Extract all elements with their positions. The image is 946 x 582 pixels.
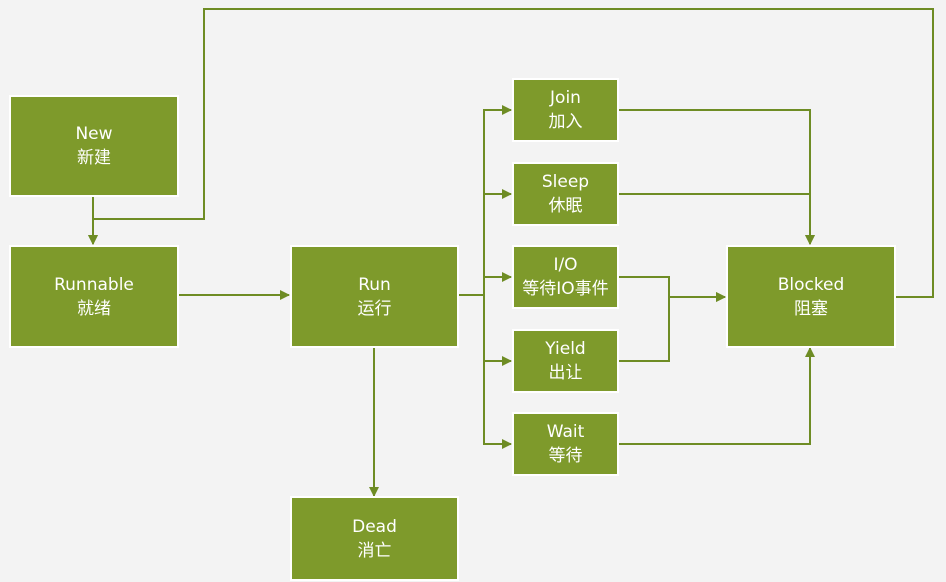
edge-join-to-blocked bbox=[618, 109, 815, 245]
node-sleep-zh: 休眠 bbox=[548, 196, 583, 216]
node-new-en: New bbox=[75, 124, 113, 144]
edge-sleep-to-blocked bbox=[618, 193, 815, 245]
edge-run-to-wait bbox=[483, 361, 512, 449]
node-dead-zh: 消亡 bbox=[357, 540, 392, 561]
node-io-en: I/O bbox=[553, 255, 578, 275]
edge-run-to-join bbox=[458, 105, 512, 296]
node-blocked-en: Blocked bbox=[777, 274, 845, 295]
node-wait-zh: 等待 bbox=[548, 446, 583, 466]
node-wait: Wait 等待 bbox=[512, 412, 619, 476]
node-sleep-en: Sleep bbox=[541, 172, 590, 192]
node-io: I/O 等待IO事件 bbox=[512, 245, 619, 309]
node-wait-en: Wait bbox=[546, 422, 585, 442]
node-dead: Dead 消亡 bbox=[290, 496, 459, 581]
node-yield: Yield 出让 bbox=[512, 329, 619, 393]
edge-wait-to-blocked bbox=[618, 347, 815, 445]
node-blocked-zh: 阻塞 bbox=[794, 298, 828, 319]
node-blocked: Blocked 阻塞 bbox=[726, 245, 896, 348]
node-runnable-zh: 就绪 bbox=[77, 298, 111, 319]
edge-io-to-blocked bbox=[618, 276, 726, 302]
node-new-zh: 新建 bbox=[77, 148, 111, 168]
node-run-en: Run bbox=[358, 274, 391, 295]
node-run: Run 运行 bbox=[290, 245, 459, 348]
node-runnable-en: Runnable bbox=[54, 274, 134, 295]
node-join: Join 加入 bbox=[512, 78, 619, 142]
node-yield-en: Yield bbox=[545, 339, 586, 359]
edge-run-to-yield bbox=[458, 294, 512, 366]
node-dead-en: Dead bbox=[352, 516, 397, 537]
edge-blocked-to-runnable bbox=[88, 8, 934, 298]
node-io-zh: 等待IO事件 bbox=[522, 279, 609, 299]
node-new: New 新建 bbox=[9, 95, 179, 197]
node-yield-zh: 出让 bbox=[548, 363, 583, 383]
node-join-zh: 加入 bbox=[548, 112, 583, 132]
node-run-zh: 运行 bbox=[357, 298, 392, 319]
node-sleep: Sleep 休眠 bbox=[512, 162, 619, 226]
edge-yield-to-blocked bbox=[618, 292, 726, 362]
node-join-en: Join bbox=[550, 88, 581, 108]
node-runnable: Runnable 就绪 bbox=[9, 245, 179, 348]
